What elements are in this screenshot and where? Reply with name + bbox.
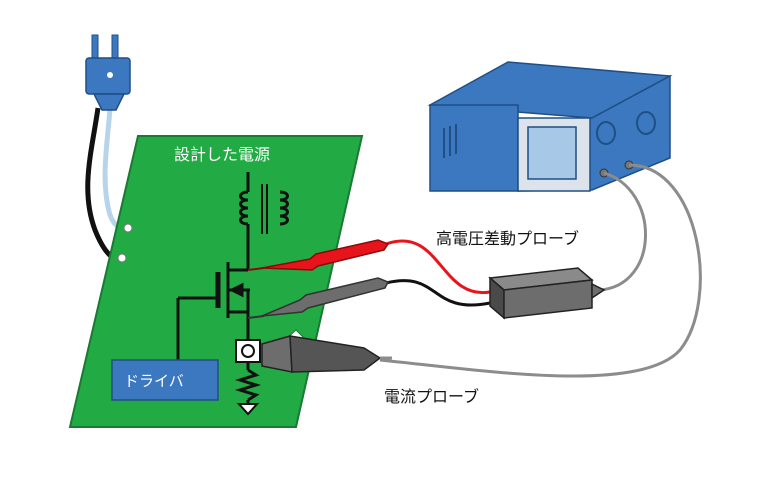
current-sense-terminal (235, 339, 261, 363)
ground-icon (236, 403, 260, 416)
hv-probe-red-tip (247, 239, 390, 271)
hv-probe-label: 高電圧差動プローブ (436, 229, 579, 248)
cord-terminal-white (123, 223, 133, 233)
driver-block: ドライバ (111, 359, 219, 401)
board-title: 設計した電源 (174, 145, 270, 164)
current-probe-icon (261, 335, 392, 373)
transformer-icon (239, 172, 289, 234)
power-plug-icon (85, 34, 131, 111)
black-lead-wire (385, 279, 491, 307)
hv-probe-black-tip (247, 277, 390, 319)
hv-differential-probe-box (488, 267, 606, 320)
oscilloscope-icon (427, 61, 673, 192)
scope-cables (379, 163, 702, 378)
scope-knob-left (596, 121, 616, 145)
mosfet-icon (176, 232, 250, 360)
scope-knob-right (636, 111, 656, 135)
driver-label: ドライバ (124, 372, 184, 390)
cord-terminal-black (117, 253, 127, 263)
red-lead-wire (385, 239, 491, 295)
current-probe-label: 電流プローブ (384, 387, 479, 406)
